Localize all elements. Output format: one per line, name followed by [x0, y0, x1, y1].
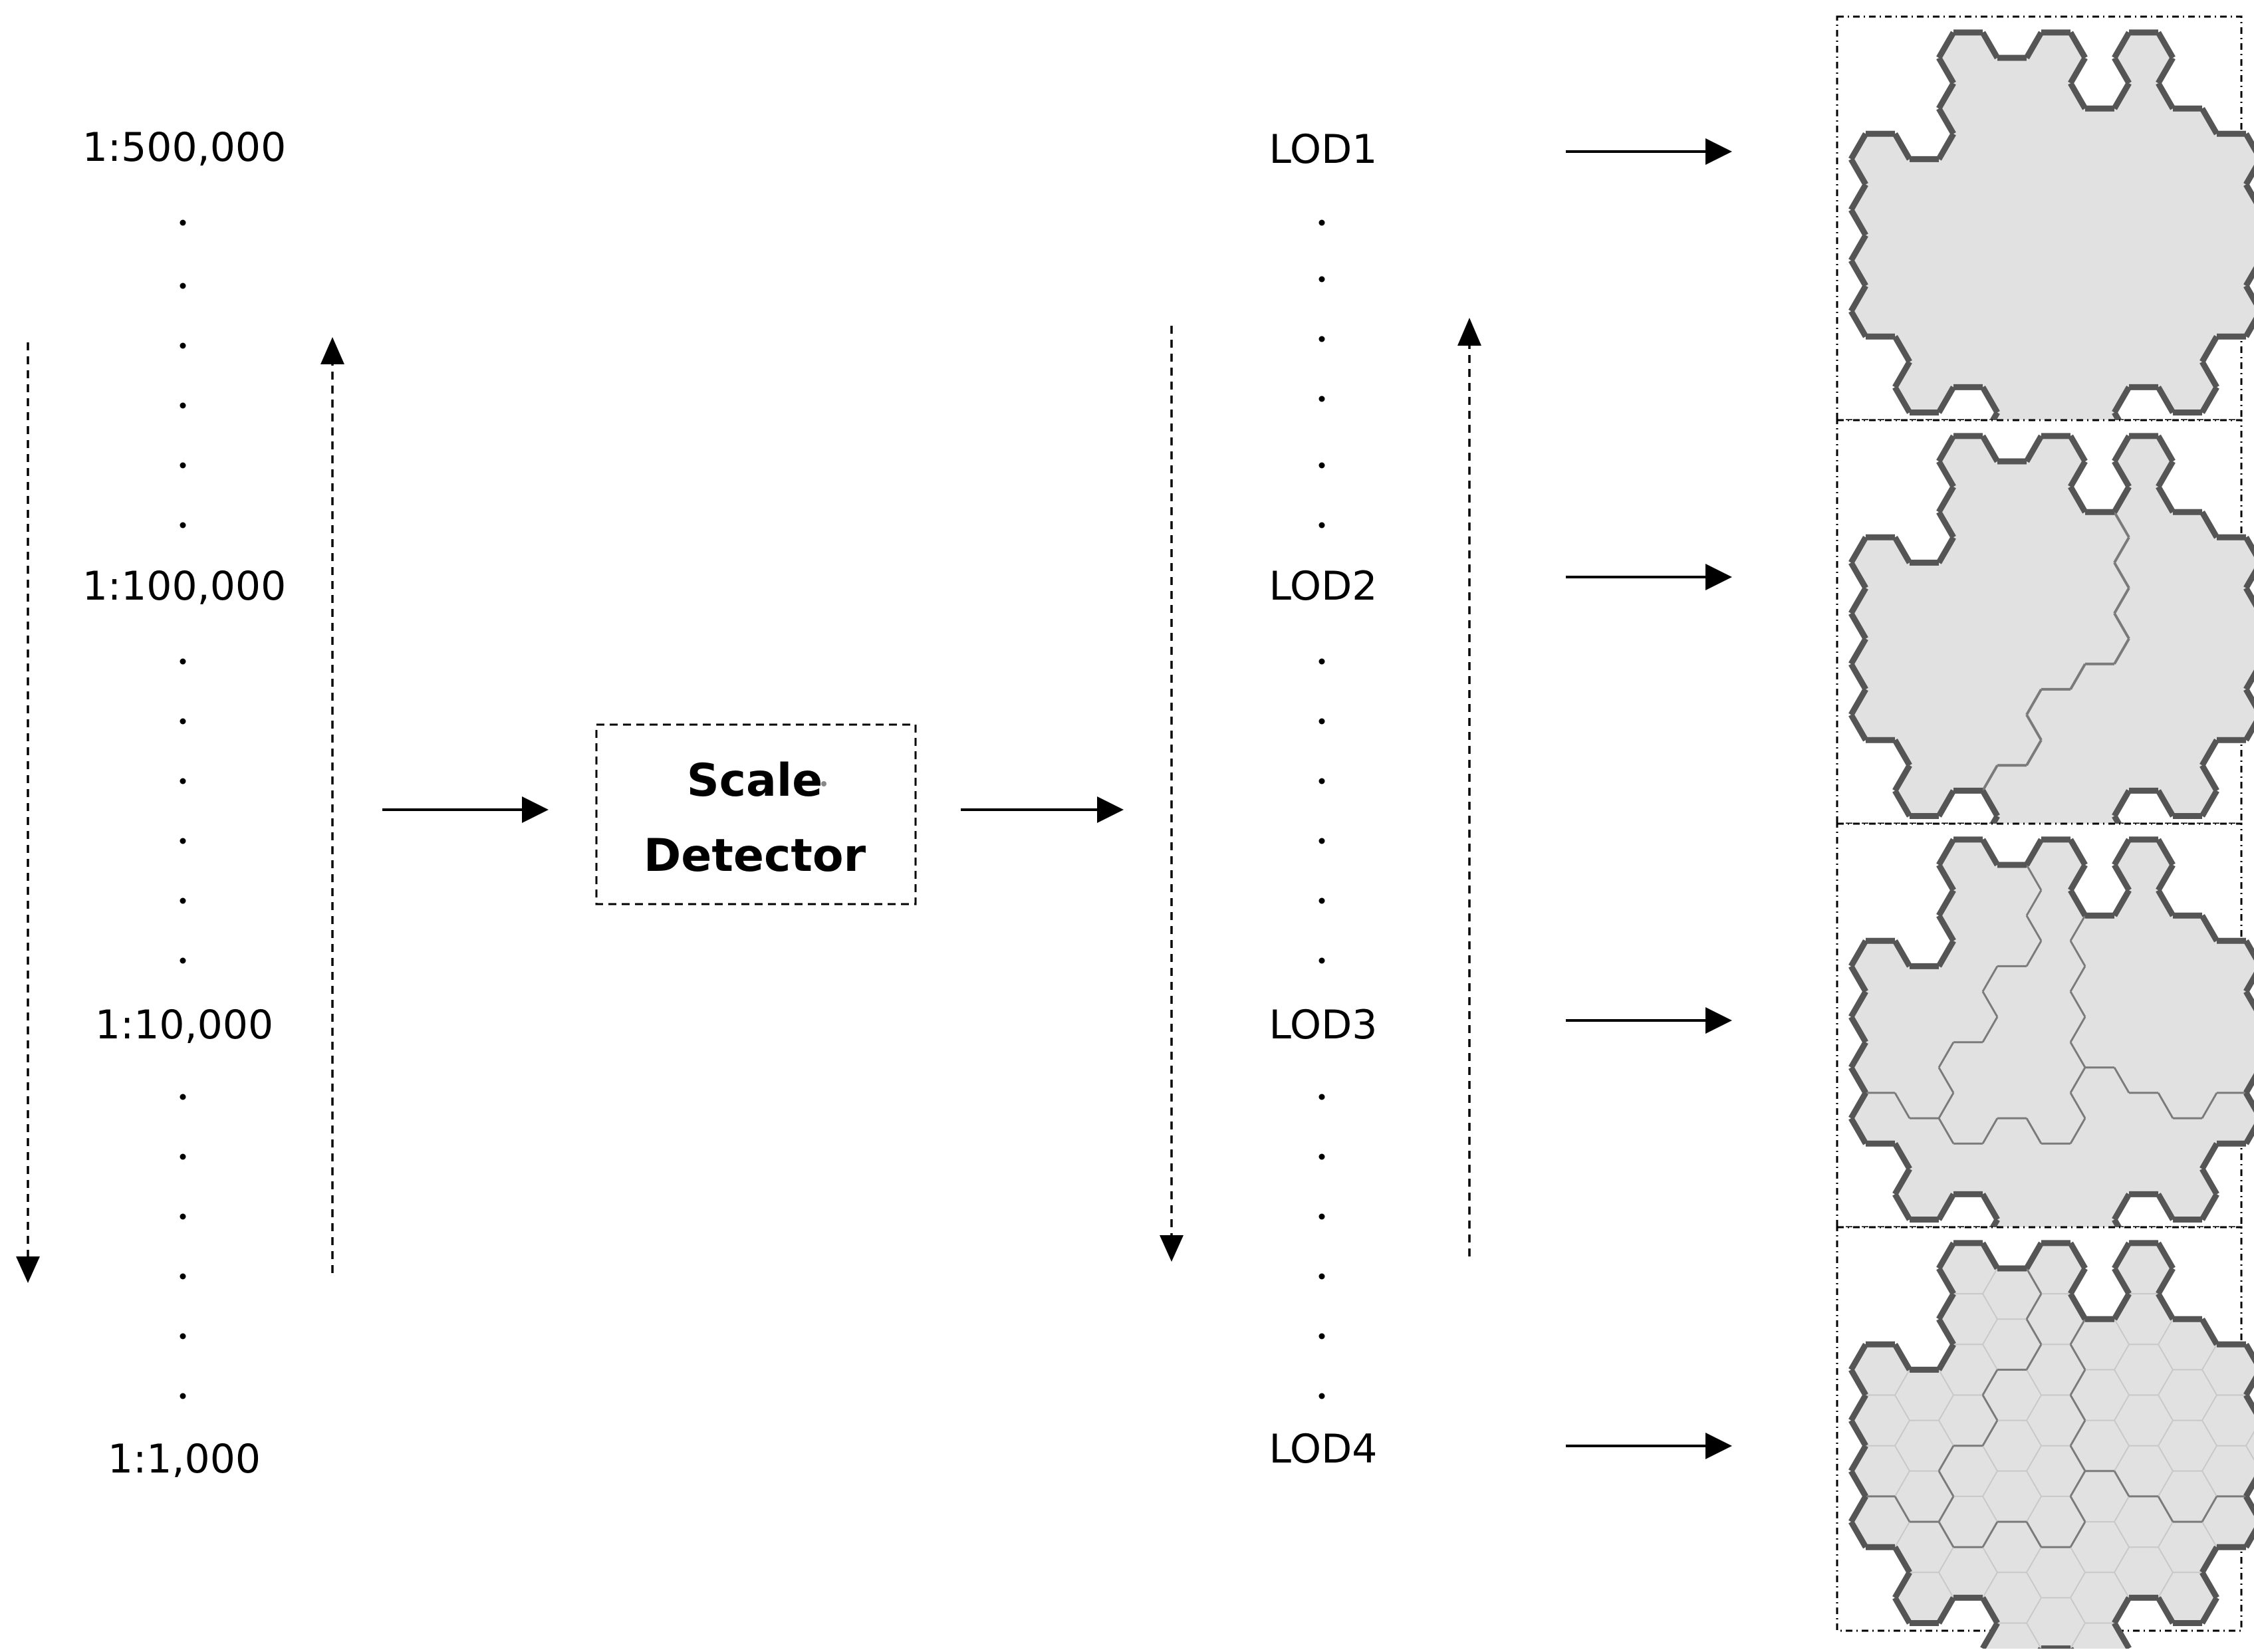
shape-outline — [1848, 1240, 2254, 1652]
scale-dot — [180, 1333, 186, 1340]
scale-label-100000: 1:100,000 — [82, 563, 287, 610]
paragraph-mark-dot — [821, 781, 826, 786]
region-boundary — [1866, 1268, 2246, 1548]
scale-dot — [180, 219, 186, 226]
scale-dot — [180, 1393, 186, 1399]
scale-dot — [180, 1094, 186, 1100]
lod1-arrow — [1566, 138, 1732, 165]
scale-detector-label-line1: Scale — [687, 755, 823, 807]
lod-label-1: LOD1 — [1269, 126, 1378, 173]
scale-dot — [180, 342, 186, 349]
lod-label-2: LOD2 — [1269, 563, 1378, 610]
lod-dot — [1318, 522, 1325, 529]
scale-dot — [180, 778, 186, 784]
lod1-panel — [1836, 15, 2254, 467]
scale-label-10000: 1:10,000 — [95, 1002, 273, 1048]
lod2-arrow — [1566, 564, 1732, 590]
scale-label-1000: 1:1,000 — [108, 1436, 261, 1482]
shape-outline — [1848, 29, 2254, 467]
scale-dot — [180, 718, 186, 725]
lod4-panel — [1836, 1226, 2254, 1652]
lod-dot — [1318, 1153, 1325, 1160]
hex-cell — [2245, 624, 2254, 653]
scale-dot — [180, 1273, 186, 1280]
hex-cell — [2245, 1027, 2254, 1057]
lod-dot — [1318, 1273, 1325, 1280]
lod-dot — [1318, 718, 1325, 725]
lod-dot — [1318, 1333, 1325, 1340]
scale-dot — [180, 957, 186, 964]
lod-dot — [1318, 396, 1325, 402]
scale-dot — [180, 283, 186, 289]
region-boundary — [1866, 864, 2246, 1145]
lod-dot — [1318, 1094, 1325, 1100]
scale-dot — [180, 522, 186, 529]
scale-dot — [180, 1213, 186, 1220]
lod2-panel — [1836, 419, 2254, 870]
scale-dot — [180, 1153, 186, 1160]
lod-dot — [1318, 462, 1325, 469]
lod-dots — [1318, 219, 1325, 1399]
input-arrow — [382, 796, 549, 823]
lod-dot — [1318, 897, 1325, 904]
lod-label-3: LOD3 — [1269, 1002, 1378, 1048]
zoom-in-arrow — [16, 342, 40, 1283]
lod-down-arrow — [1160, 326, 1184, 1262]
zoom-out-arrow — [320, 337, 344, 1273]
scale-label-500000: 1:500,000 — [82, 124, 287, 171]
lod-dot — [1318, 1213, 1325, 1220]
scale-dot — [180, 897, 186, 904]
lod3-panel — [1836, 822, 2254, 1274]
region-boundary — [1981, 511, 2130, 792]
output-arrow — [961, 796, 1124, 823]
shape-outline — [1848, 433, 2254, 870]
lod-dot — [1318, 957, 1325, 964]
shape-outline — [1848, 836, 2254, 1274]
scale-dot — [180, 658, 186, 665]
lod-dot — [1318, 778, 1325, 784]
scale-detector-box: Scale Detector — [595, 723, 917, 905]
scale-dot — [180, 838, 186, 844]
hex-cell — [2245, 220, 2254, 250]
lod3-arrow — [1566, 1007, 1732, 1034]
lod-up-arrow — [1457, 318, 1481, 1256]
lod-dot — [1318, 1393, 1325, 1399]
scale-dot — [180, 462, 186, 469]
lod-dot — [1318, 658, 1325, 665]
scale-detector-label-line2: Detector — [644, 830, 866, 882]
cell-edges — [1866, 1268, 2254, 1649]
lod4-arrow — [1566, 1433, 1732, 1459]
lod-dot — [1318, 219, 1325, 226]
lod-dot — [1318, 838, 1325, 844]
lod-dot — [1318, 276, 1325, 283]
lod-dot — [1318, 336, 1325, 342]
lod-label-4: LOD4 — [1269, 1426, 1378, 1473]
scale-dots — [180, 219, 186, 1399]
scale-dot — [180, 402, 186, 409]
